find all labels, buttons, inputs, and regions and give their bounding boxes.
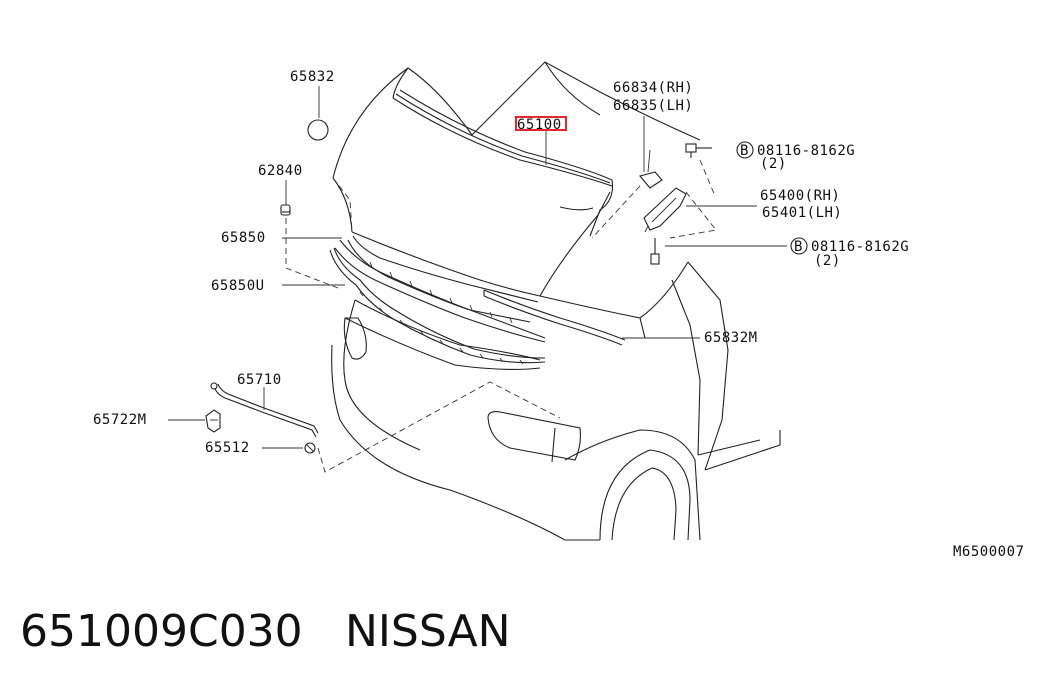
bolt-symbol-upper <box>736 141 754 159</box>
label-65100: 65100 <box>517 117 562 133</box>
label-bolt-lower: 08116-8162G <box>811 239 909 255</box>
hood-seal <box>329 239 546 365</box>
drawing-code: M6500007 <box>953 544 1024 560</box>
hood-support-rod <box>210 382 319 438</box>
caption: 651009C030 NISSAN <box>20 606 511 657</box>
label-bolt-lower-qty: (2) <box>814 253 841 269</box>
hood-clip <box>280 204 291 216</box>
label-65400: 65400(RH) <box>760 188 840 204</box>
label-65850u: 65850U <box>211 278 265 294</box>
caption-part-number: 651009C030 <box>20 606 303 657</box>
label-65401: 65401(LH) <box>762 205 842 221</box>
label-65832: 65832 <box>290 69 335 85</box>
assembly-guides <box>285 159 717 473</box>
label-65850: 65850 <box>221 230 266 246</box>
bolt-symbol-upper-letter: B <box>740 143 749 159</box>
highlight-box-65100 <box>515 116 567 131</box>
label-65710: 65710 <box>237 372 282 388</box>
callout-labels: 65832 62840 65850 65850U 65100 66834(RH)… <box>93 69 1024 560</box>
label-66835: 66835(LH) <box>613 98 693 114</box>
caption-brand: NISSAN <box>345 606 511 657</box>
hinge-bolt-upper <box>685 143 712 158</box>
label-65512: 65512 <box>205 440 250 456</box>
bolt-symbol-lower <box>790 237 808 255</box>
label-65722m: 65722M <box>93 412 147 428</box>
vehicle-body <box>331 61 781 541</box>
rod-grommet <box>304 442 316 454</box>
hinge-bolt-lower <box>650 238 660 265</box>
label-bolt-upper-qty: (2) <box>760 156 787 172</box>
label-bolt-upper: 08116-8162G <box>757 143 855 159</box>
bolt-symbol-lower-letter: B <box>794 239 803 255</box>
label-66834: 66834(RH) <box>613 80 693 96</box>
hood-hinge <box>639 149 687 233</box>
hood-weatherstrip <box>483 289 626 346</box>
label-62840: 62840 <box>258 163 303 179</box>
leader-lines <box>168 86 787 449</box>
rod-holder <box>205 409 221 433</box>
hood-panel <box>347 89 614 324</box>
hood-bumper-rubber <box>307 119 329 141</box>
label-65832m: 65832M <box>704 330 758 346</box>
